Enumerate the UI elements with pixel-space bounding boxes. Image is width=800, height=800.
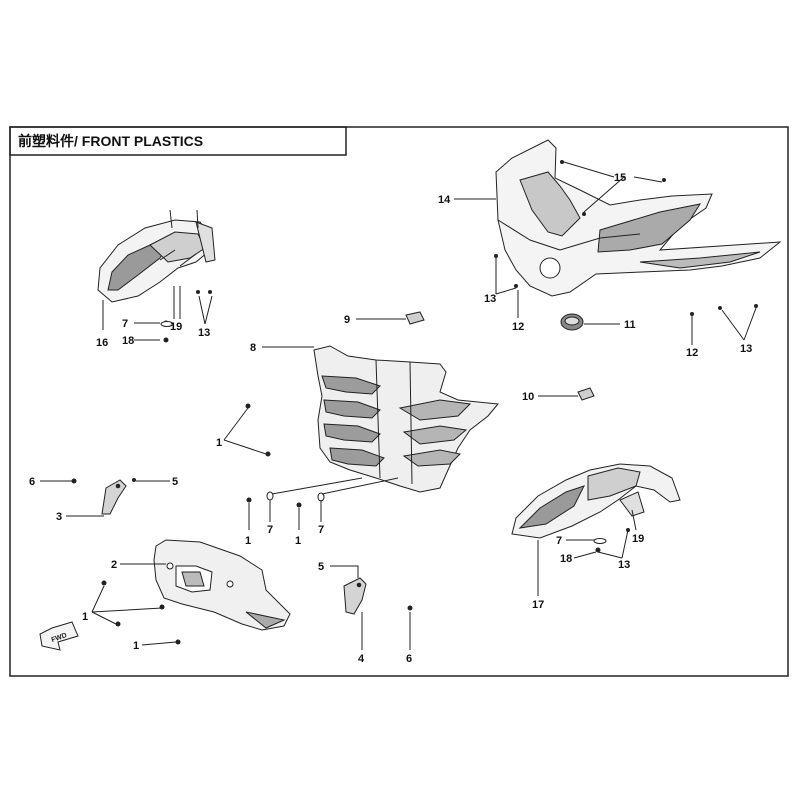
- callout-18: 18: [122, 335, 134, 347]
- callout-6: 6: [29, 476, 35, 488]
- leader-lines: [40, 161, 757, 650]
- diagram-border: [9, 126, 789, 677]
- callout-13: 13: [618, 559, 630, 571]
- part-10-clip: [577, 387, 595, 401]
- callout-14: 14: [438, 194, 451, 206]
- callout-13: 13: [740, 343, 752, 355]
- callout-1: 1: [82, 611, 88, 623]
- callout-6: 6: [406, 653, 412, 665]
- callout-7: 7: [318, 524, 324, 536]
- callout-7: 7: [556, 535, 562, 547]
- callout-5: 5: [318, 561, 324, 573]
- callout-5: 5: [172, 476, 178, 488]
- part-9-clip: [405, 311, 425, 325]
- callout-17: 17: [532, 599, 544, 611]
- callout-11: 11: [624, 319, 636, 331]
- callout-1: 1: [216, 437, 222, 449]
- callout-9: 9: [344, 314, 350, 326]
- part-17-right-fender: [511, 463, 681, 539]
- callout-13: 13: [484, 293, 496, 305]
- callout-1: 1: [245, 535, 251, 547]
- title-box: [9, 126, 347, 156]
- part-3-bracket: [101, 479, 127, 515]
- callout-18: 18: [560, 553, 572, 565]
- callout-15: 15: [614, 172, 626, 184]
- callout-12: 12: [686, 347, 698, 359]
- callout-12: 12: [512, 321, 524, 333]
- part-16-left-fender: [97, 219, 216, 303]
- callout-7: 7: [122, 318, 128, 330]
- callout-13: 13: [198, 327, 210, 339]
- washers: [160, 321, 607, 544]
- part-11-emblem: [560, 313, 584, 331]
- callout-19: 19: [632, 533, 644, 545]
- callout-2: 2: [111, 559, 117, 571]
- fasteners: [71, 160, 758, 645]
- callout-1: 1: [295, 535, 301, 547]
- callout-10: 10: [522, 391, 534, 403]
- page-title: 前塑料件/ FRONT PLASTICS: [18, 133, 203, 149]
- callout-16: 16: [96, 337, 108, 349]
- callout-19: 19: [170, 321, 182, 333]
- part-4-bracket: [343, 577, 367, 615]
- part-2-lower-cover: [153, 539, 291, 631]
- part-14-front-hood: [495, 139, 782, 297]
- callout-labels: 16 7 18 19 13 14 15 13 12 11 12 13 9 8 1…: [29, 172, 752, 665]
- callout-7: 7: [267, 524, 273, 536]
- callout-1: 1: [133, 640, 139, 652]
- fwd-arrow-icon: [39, 621, 79, 651]
- callout-3: 3: [56, 511, 62, 523]
- callout-8: 8: [250, 342, 256, 354]
- part-8-front-grille: [313, 345, 499, 493]
- callout-4: 4: [358, 653, 365, 665]
